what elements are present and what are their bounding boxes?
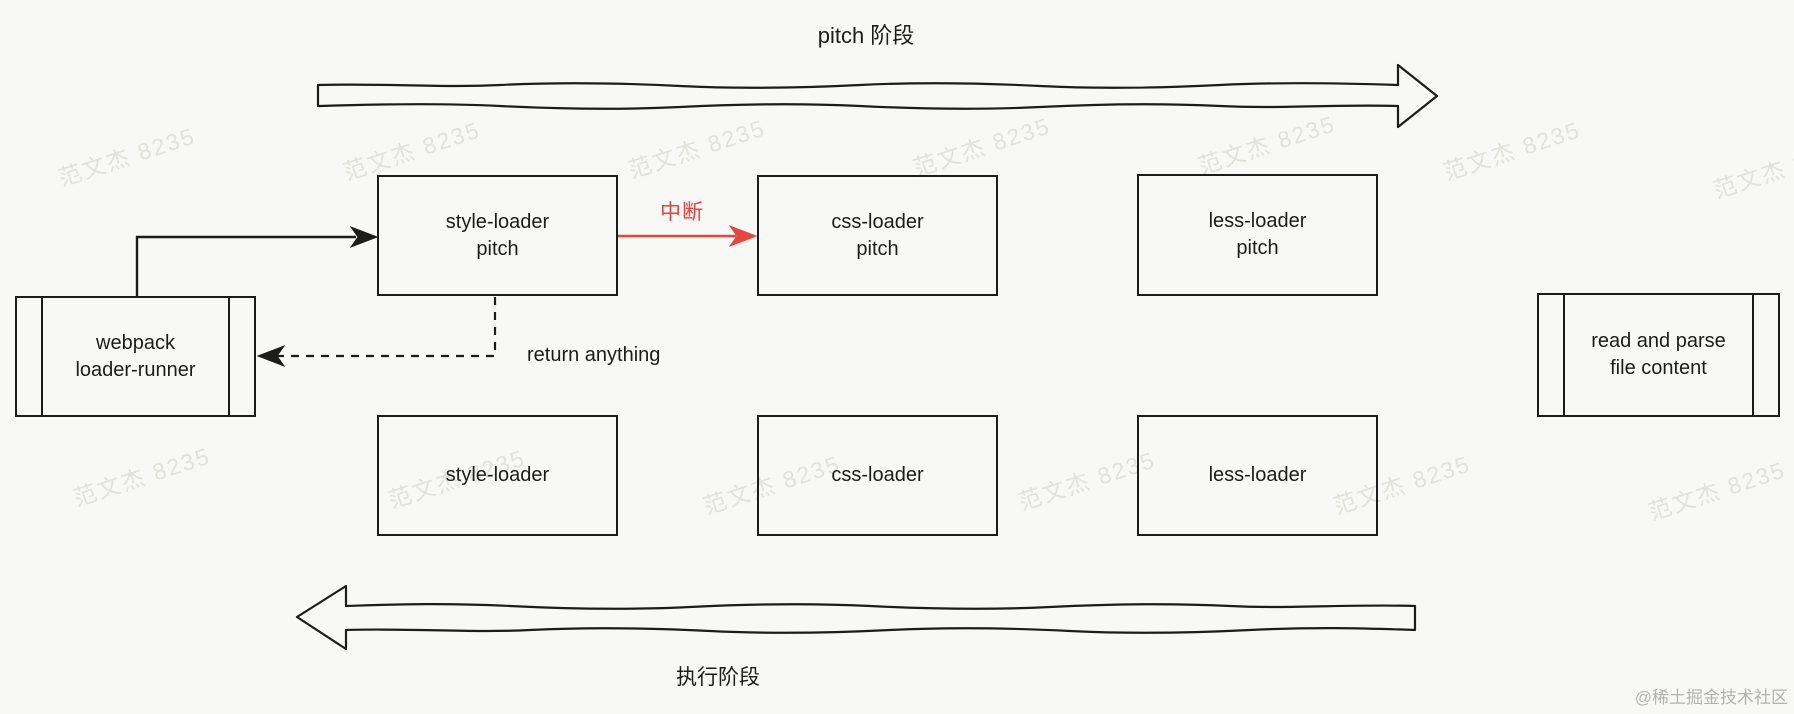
watermark: 范文杰 8235 <box>55 122 199 192</box>
watermark: 范文杰 8235 <box>1195 110 1339 180</box>
node-label: style-loader <box>445 464 550 486</box>
pitch-phase-arrow <box>316 63 1439 129</box>
node-label: pitch <box>1236 237 1279 259</box>
return-anything-arrow <box>256 297 497 368</box>
runner-to-style-pitch-arrow <box>135 225 379 296</box>
juejin-credit: @稀土掘金技术社区 <box>1634 688 1788 707</box>
watermark: 范文杰 8235 <box>1710 134 1794 204</box>
watermark: 范文杰 8235 <box>1645 456 1789 526</box>
node-rail <box>1752 295 1754 415</box>
node-rail <box>228 298 230 415</box>
interrupt-label: 中断 <box>660 201 704 224</box>
watermark: 范文杰 8235 <box>1440 116 1584 186</box>
node-webpack-loader-runner: webpack loader-runner <box>15 296 256 417</box>
node-css-loader: css-loader <box>757 415 998 536</box>
node-label: pitch <box>856 237 899 260</box>
execution-phase-label: 执行阶段 <box>676 666 760 689</box>
node-label: read and parse <box>1591 330 1726 352</box>
node-label: loader-runner <box>75 358 196 381</box>
node-label: less-loader <box>1208 210 1307 232</box>
node-label: file content <box>1610 357 1707 379</box>
node-css-loader-pitch: css-loader pitch <box>757 175 998 296</box>
node-less-loader: less-loader <box>1137 415 1378 536</box>
return-anything-label: return anything <box>527 344 661 366</box>
node-label: webpack <box>96 331 175 354</box>
node-less-loader-pitch: less-loader pitch <box>1137 174 1378 296</box>
node-label: css-loader <box>831 210 924 233</box>
watermark: 范文杰 8235 <box>910 112 1054 182</box>
node-label: less-loader <box>1208 464 1307 486</box>
node-label: css-loader <box>831 464 924 486</box>
node-read-parse-file-content: read and parse file content <box>1537 293 1780 417</box>
execution-phase-arrow <box>295 584 1417 651</box>
watermark: 范文杰 8235 <box>625 114 769 184</box>
watermark: 范文杰 8235 <box>70 442 214 512</box>
node-style-loader: style-loader <box>377 415 618 536</box>
node-rail <box>1563 295 1565 415</box>
node-label: pitch <box>476 237 519 260</box>
interrupt-arrow <box>618 224 758 248</box>
node-style-loader-pitch: style-loader pitch <box>377 175 618 296</box>
node-label: style-loader <box>445 210 550 233</box>
pitch-phase-label: pitch 阶段 <box>817 23 915 48</box>
node-rail <box>41 298 43 415</box>
